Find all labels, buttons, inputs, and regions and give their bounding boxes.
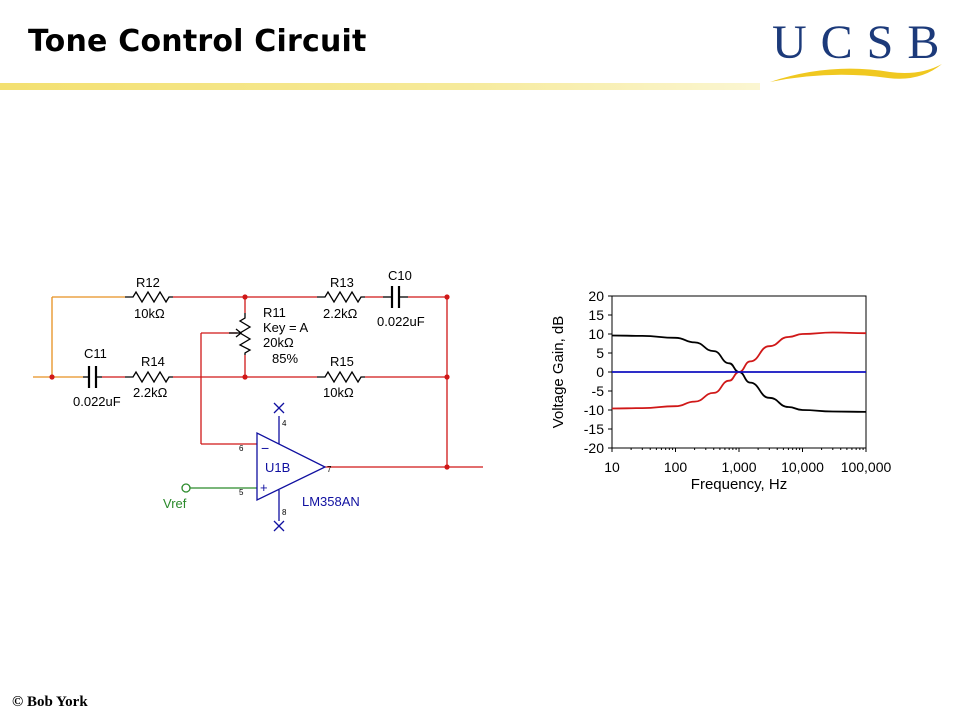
circuit-labels: R12 10kΩ R13 2.2kΩ C10 0.022uF R11 Key =… <box>73 268 425 517</box>
opamp-triangle <box>256 431 327 502</box>
opamp-plus: + <box>260 480 268 495</box>
r12-value: 10kΩ <box>134 306 165 321</box>
junction-dot <box>444 464 450 470</box>
x-tick-label: 100,000 <box>841 459 892 475</box>
vref-terminal <box>181 483 191 493</box>
y-tick-label: 10 <box>588 326 604 342</box>
c10-capacitor <box>383 286 408 308</box>
junction-dot <box>242 374 248 380</box>
y-tick-label: 20 <box>588 288 604 304</box>
y-tick-label: -10 <box>584 402 604 418</box>
junction-dot <box>444 374 450 380</box>
r11-potentiometer <box>238 313 252 355</box>
r15-resistor <box>317 370 365 384</box>
c10-label: C10 <box>388 268 412 283</box>
opamp-pin4: 4 <box>282 419 287 428</box>
x-tick-label: 100 <box>664 459 688 475</box>
vref-label: Vref <box>163 496 187 511</box>
r14-resistor <box>125 370 173 384</box>
slide-title: Tone Control Circuit <box>28 24 367 59</box>
opamp-pin8-noconnect <box>273 520 285 532</box>
y-axis-label: Voltage Gain, dB <box>550 316 567 429</box>
opamp-name: U1B <box>265 460 290 475</box>
r13-label: R13 <box>330 275 354 290</box>
y-tick-label: -15 <box>584 421 604 437</box>
c10-value: 0.022uF <box>377 314 425 329</box>
opamp-minus: − <box>261 440 269 456</box>
x-tick-label: 1,000 <box>721 459 756 475</box>
circuit-schematic <box>33 286 483 532</box>
y-tick-label: 5 <box>596 345 604 361</box>
c11-capacitor <box>83 366 102 388</box>
r15-value: 10kΩ <box>323 385 354 400</box>
r13-value: 2.2kΩ <box>323 306 358 321</box>
r12-label: R12 <box>136 275 160 290</box>
junction-dots <box>49 294 450 470</box>
r14-label: R14 <box>141 354 165 369</box>
r11-value: 20kΩ <box>263 335 294 350</box>
c11-label: C11 <box>84 346 107 361</box>
r15-label: R15 <box>330 354 354 369</box>
y-tick-label: 0 <box>596 364 604 380</box>
y-tick-label: -5 <box>592 383 605 399</box>
opamp-pin7: 7 <box>327 465 332 474</box>
logo-text: UCSB <box>772 18 945 69</box>
junction-dot <box>49 374 55 380</box>
opamp-pin8: 8 <box>282 508 287 517</box>
opamp-pin4-noconnect <box>273 402 285 414</box>
r14-value: 2.2kΩ <box>133 385 168 400</box>
opamp-part: LM358AN <box>302 494 360 509</box>
y-tick-label: -20 <box>584 440 604 456</box>
components <box>83 286 408 388</box>
x-tick-label: 10 <box>604 459 620 475</box>
input-wire <box>33 296 125 378</box>
r11-label: R11 <box>263 305 286 320</box>
opamp-pin6: 6 <box>239 444 244 453</box>
junction-dot <box>444 294 450 300</box>
junction-dot <box>242 294 248 300</box>
x-axis-label: Frequency, Hz <box>691 476 787 493</box>
r11-wiper-arrow <box>235 328 243 338</box>
title-underline <box>0 83 760 90</box>
ucsb-logo: UCSB <box>770 18 945 82</box>
r11-setting: 85% <box>272 351 298 366</box>
circuit-wires <box>102 296 483 468</box>
opamp-pin5: 5 <box>239 488 244 497</box>
copyright: © Bob York <box>12 694 88 710</box>
r11-key: Key = A <box>263 320 308 335</box>
y-tick-label: 15 <box>588 307 604 323</box>
opamp-symbol <box>256 402 327 532</box>
logo-swoosh <box>770 64 942 82</box>
x-tick-label: 10,000 <box>781 459 824 475</box>
c11-value: 0.022uF <box>73 394 121 409</box>
r13-resistor <box>317 290 365 304</box>
r12-resistor <box>125 290 173 304</box>
